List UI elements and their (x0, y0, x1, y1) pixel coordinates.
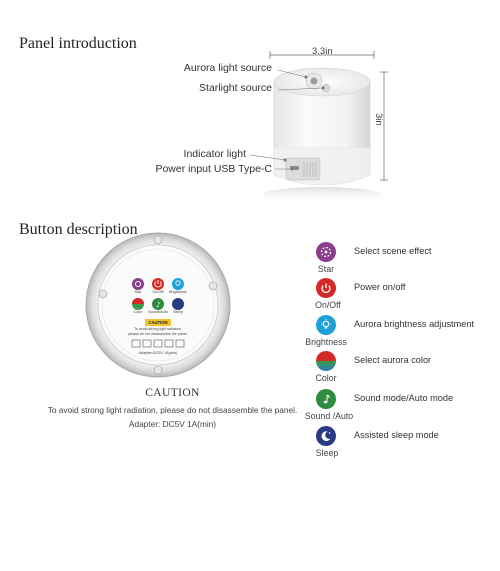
panel-small-caution-line-1: To avoid strong light radiation, (134, 327, 182, 331)
panel-label-star: Star (134, 290, 142, 294)
callout-starlight-source: Starlight source (199, 82, 272, 94)
legend-desc-brightness: Aurora brightness adjustment (354, 319, 475, 329)
panel-label-color: Color (133, 310, 143, 314)
callout-aurora-light-source: Aurora light source (183, 62, 272, 74)
caution-text: To avoid strong light radiation, please … (47, 405, 298, 415)
legend-label-sleep: Sleep (315, 448, 339, 458)
legend-label-brightness: Brightness (305, 337, 347, 347)
caution-tag (145, 319, 171, 326)
callout-usb-power-input: Power input USB Type-C (155, 163, 272, 175)
device-body (262, 67, 382, 203)
panel-label-sleep: Sleep (173, 310, 183, 314)
button-description-title: Button description (19, 221, 138, 238)
panel-label-onoff: On/Off (152, 290, 164, 294)
music-icon (316, 389, 336, 409)
panel-introduction-title: Panel introduction (19, 35, 137, 52)
color-icon (316, 351, 336, 371)
legend-desc-star: Select scene effect (354, 246, 432, 256)
legend-label-star: Star (317, 264, 335, 274)
caution-heading: CAUTION (145, 387, 200, 399)
panel-label-brightness: Brightness (169, 290, 187, 294)
certification-marks (131, 339, 185, 348)
panel-small-caution-text: To avoid strong light radiation, please … (118, 327, 198, 337)
adapter-spec: Adapter: DC5V 1A(min) (128, 419, 217, 429)
legend-desc-onoff: Power on/off (354, 282, 406, 292)
screw-holes (98, 235, 218, 375)
legend-desc-sound: Sound mode/Auto mode (354, 393, 454, 403)
panel-adapter-label: Adapter:DC5V 1A(min) (138, 351, 178, 355)
bulb-icon (316, 315, 336, 335)
callout-indicator-light: Indicator light (183, 148, 246, 160)
usb-port-icon (285, 157, 321, 181)
legend-label-sound: Sound /Auto (304, 411, 354, 421)
star-icon (316, 242, 336, 262)
width-dimension (269, 51, 375, 59)
legend-label-onoff: On/Off (315, 300, 341, 310)
callout-leaders (249, 69, 325, 171)
panel-caution-label: CAUTION (148, 319, 168, 325)
legend-desc-color: Select aurora color (354, 355, 432, 365)
width-label: 3.3in (312, 46, 333, 57)
panel-label-sound: Sound/Auto (148, 310, 168, 314)
panel-small-caution-line-2: please do not disassemble the panel. (128, 332, 188, 336)
legend-desc-sleep: Assisted sleep mode (354, 430, 439, 440)
legend-label-color: Color (315, 373, 337, 383)
height-dimension (380, 71, 388, 181)
power-icon (316, 278, 336, 298)
panel-buttons: ♪ (132, 278, 184, 310)
moon-icon (316, 426, 336, 446)
svg-text:♪: ♪ (156, 301, 160, 309)
